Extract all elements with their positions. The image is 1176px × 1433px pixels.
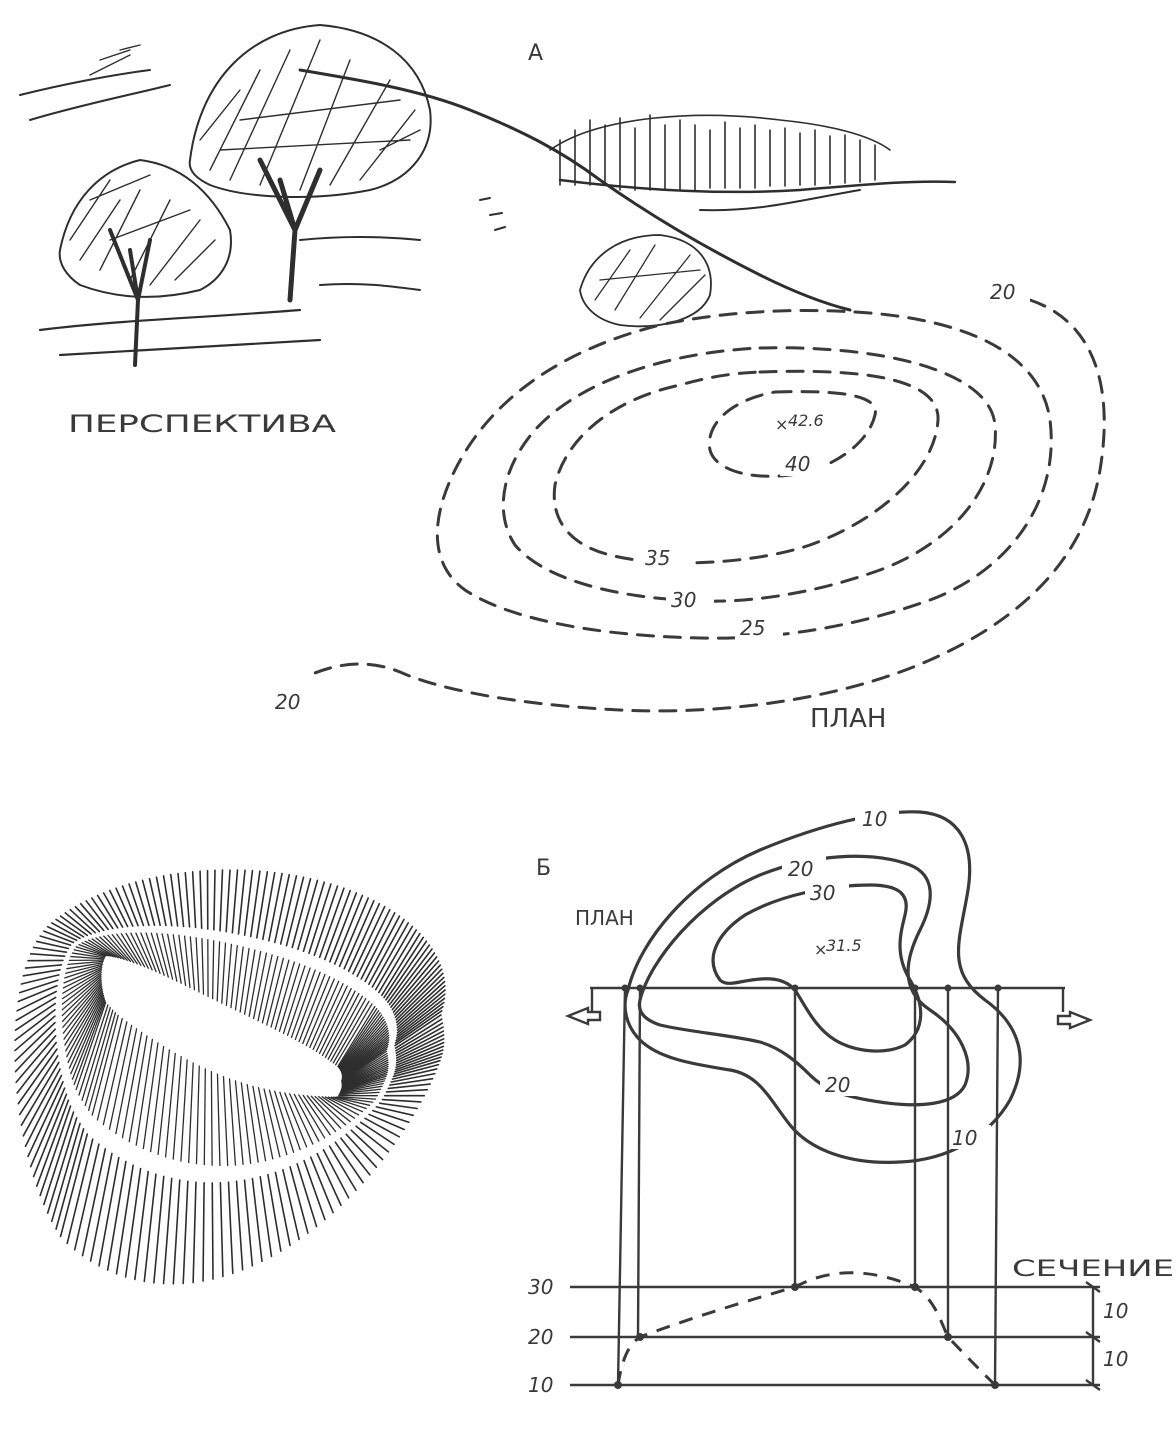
spot-height-b: 31.5 [826, 936, 862, 955]
interval-label-lower: 10 [1103, 1347, 1128, 1371]
cut-arrow-left [564, 1006, 602, 1026]
tree-canopy-left [58, 158, 232, 298]
tree-canopy-right [188, 23, 432, 198]
section-profile [616, 1271, 997, 1387]
distant-ridge [558, 178, 957, 194]
contour-label-35: 35 [645, 546, 670, 570]
contour-label-30: 30 [671, 588, 696, 612]
distant-forest [559, 114, 876, 191]
part-b-letter: Б [536, 856, 551, 881]
section-label: СЕЧЕНИЕ [1012, 1257, 1174, 1282]
plan-b-label: ПЛАН [575, 906, 634, 930]
contour-label-20-top: 20 [990, 280, 1015, 304]
contour-b-label-20-bottom: 20 [825, 1073, 850, 1097]
contour-b-label-30: 30 [810, 881, 835, 905]
cut-arrow-right [1056, 1010, 1094, 1030]
contour-label-40: 40 [785, 452, 810, 476]
section-level-20: 20 [528, 1325, 553, 1349]
contour-b-label-20-top: 20 [788, 857, 813, 881]
contour-b-10 [623, 810, 1022, 1164]
perspective-label: ПЕРСПЕКТИВА [68, 410, 337, 438]
perspective-landscape-sketch [19, 23, 957, 367]
bush [579, 234, 712, 328]
plan-a-contours [308, 298, 1106, 713]
plan-a-label: ПЛАН [810, 704, 886, 734]
hill-outline [298, 68, 852, 312]
interval-label-upper: 10 [1103, 1299, 1128, 1323]
section-cut-line [564, 986, 1094, 1030]
contour-30 [501, 346, 997, 603]
contour-25 [435, 309, 1053, 640]
contour-label-25: 25 [740, 616, 765, 640]
spot-height-a: 42.6 [788, 411, 824, 430]
hachure-relief-drawing [14, 869, 446, 1285]
section-level-lines [570, 1281, 1101, 1391]
section-points [614, 984, 1002, 1389]
part-a-letter: А [528, 41, 543, 66]
contour-label-20-bottom: 20 [275, 690, 300, 714]
contour-b-label-10-top: 10 [862, 807, 887, 831]
contour-b-label-10-bottom: 10 [952, 1126, 977, 1150]
tree-trunk-right [257, 157, 323, 303]
contour-b-30 [711, 883, 923, 1053]
projection-lines [616, 987, 1000, 1386]
spot-height-marker-a: × [775, 415, 788, 434]
spot-height-marker-b: × [814, 940, 827, 959]
section-level-10: 10 [528, 1373, 553, 1397]
section-level-30: 30 [528, 1275, 553, 1299]
contour-20 [308, 298, 1106, 713]
